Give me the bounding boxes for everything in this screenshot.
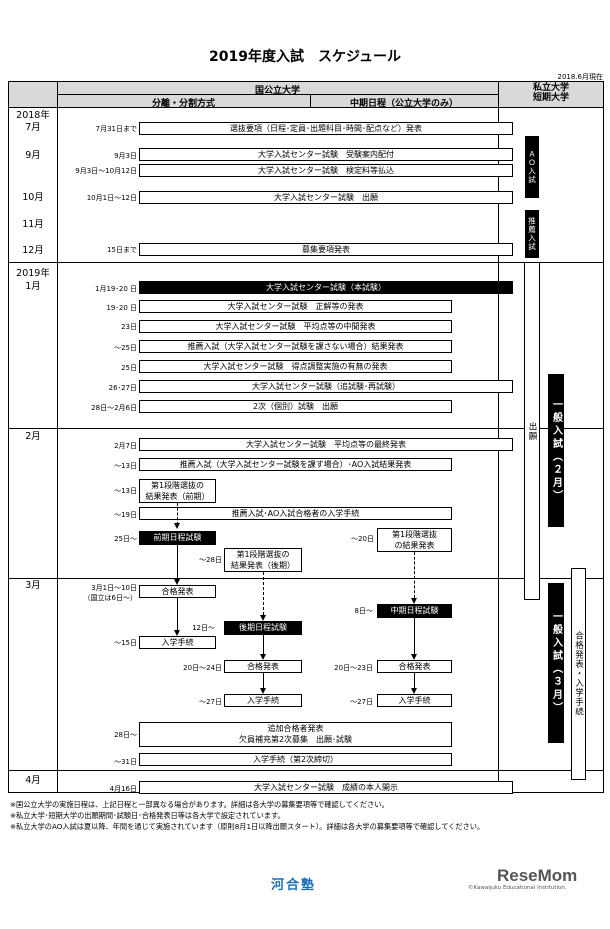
event-box: 第1段階選抜の結果発表 [377, 528, 452, 552]
schedule-frame [8, 81, 604, 793]
private-ao-bar: ＡＯ入試 [525, 136, 539, 198]
date-label: 〜20日 [351, 535, 374, 543]
event-box: 合格発表 [377, 660, 452, 673]
private-shutsugan-bar: 出願 [524, 262, 540, 600]
event-box: 合格発表 [139, 585, 216, 598]
event-box: 2次（個別）試験 出願 [139, 400, 452, 413]
event-box: 大学入試センター試験（本試験） [139, 281, 513, 294]
event-box: 入学手続 [139, 636, 216, 649]
date-label: 10月1日〜12日 [86, 194, 137, 202]
date-label: 〜27日 [350, 698, 373, 706]
month-11: 11月 [22, 219, 44, 230]
date-label: 15日まで [107, 246, 137, 254]
event-box: 入学手続（第2次締切） [139, 753, 452, 766]
date-label: 9月3日 [114, 152, 137, 160]
date-label: （国立は6日〜） [83, 594, 137, 602]
date-label: 2月7日 [114, 442, 137, 450]
date-label: 3月1日〜10日 [91, 584, 137, 592]
date-label: 12日〜 [192, 624, 215, 632]
kawaijuku-logo: 河合塾 [271, 878, 317, 893]
event-box: 大学入試センター試験 正解等の発表 [139, 300, 452, 313]
event-box: 後期日程試験 [224, 621, 302, 635]
date-label: 1月19･20 日 [95, 285, 137, 293]
date-label: 19･20 日 [106, 304, 137, 312]
header-public: 国公立大学 [254, 86, 300, 96]
month-2018: 2018年 [16, 110, 50, 121]
month-4: 4月 [25, 775, 41, 786]
date-label: 25日 [121, 364, 137, 372]
footnote: ※私立大学のAO入試は夏以降、年間を通じて実施されています（原則8月1日以降出願… [10, 822, 485, 831]
copyright-text: ©Kawaijuku Educational Institution. [468, 885, 567, 891]
event-box: 前期日程試験 [139, 531, 216, 545]
private-goukaku-bar: 合格発表・入学手続 [571, 568, 586, 780]
page-title: 2019年度入試 スケジュール [209, 49, 401, 65]
month-3: 3月 [25, 580, 41, 591]
private-ippan-feb-bar: 一般入試（２月） [548, 374, 564, 527]
month-9: 9月 [25, 150, 41, 161]
header-private: 私立大学短期大学 [532, 83, 569, 103]
date-label: 9月3日〜10月12日 [75, 167, 137, 175]
as-of-date: 2018.6月現在 [557, 73, 604, 81]
date-label: 〜27日 [199, 698, 222, 706]
month-1: 1月 [25, 281, 41, 292]
month-10: 10月 [22, 192, 44, 203]
header-midterm: 中期日程（公立大学のみ） [349, 99, 458, 109]
event-box: 大学入試センター試験 平均点等の最終発表 [139, 438, 513, 451]
date-label: 8日〜 [354, 607, 373, 615]
event-box: 推薦入試（大学入試センター試験を課す場合）･AO入試結果発表 [139, 458, 452, 471]
event-box: 入学手続 [224, 694, 302, 707]
date-label: 23日 [121, 323, 137, 331]
event-box: 第1段階選抜の結果発表（前期） [139, 479, 216, 503]
date-label: 28日〜2月6日 [91, 404, 137, 412]
event-box: 推薦入試（大学入試センター試験を課さない場合）結果発表 [139, 340, 452, 353]
date-label: 4月16日 [109, 785, 137, 793]
date-label: 〜13日 [114, 487, 137, 495]
date-label: 〜31日 [114, 758, 137, 766]
footnote: ※国公立大学の実施日程は、上記日程と一部異なる場合があります。詳細は各大学の募集… [10, 800, 389, 809]
month-7: 7月 [25, 122, 41, 133]
date-label: 25日〜 [114, 535, 137, 543]
date-label: 26･27日 [108, 384, 137, 392]
event-box: 第1段階選抜の結果発表（後期） [224, 548, 302, 572]
event-box: 募集要項発表 [139, 243, 513, 256]
event-box: 入学手続 [377, 694, 452, 707]
event-box: 大学入試センター試験 出願 [139, 191, 513, 204]
footnote: ※私立大学･短期大学の出願期間･試験日･合格発表日等は各大学で設定されています。 [10, 811, 285, 820]
header-split: 分離・分割方式 [151, 99, 215, 109]
date-label: 〜25日 [114, 344, 137, 352]
event-box: 大学入試センター試験 受験案内配付 [139, 148, 513, 161]
date-label: 7月31日まで [95, 125, 137, 133]
event-box: 追加合格者発表欠員補充第2次募集 出願･試験 [139, 722, 452, 747]
event-box: 大学入試センター試験 平均点等の中間発表 [139, 320, 452, 333]
month-12: 12月 [22, 245, 44, 256]
private-suisen-bar: 推薦入試 [525, 210, 539, 258]
date-label: 〜13日 [114, 462, 137, 470]
date-label: 28日〜 [114, 731, 137, 739]
date-label: 〜19日 [114, 511, 137, 519]
month-2019: 2019年 [16, 268, 50, 279]
event-box: 大学入試センター試験 検定料等払込 [139, 164, 513, 177]
date-label: 〜28日 [199, 556, 222, 564]
date-label: 〜15日 [114, 639, 137, 647]
event-box: 大学入試センター試験（追試験･再試験） [139, 380, 513, 393]
event-box: 大学入試センター試験 得点調整実施の有無の発表 [139, 360, 452, 373]
private-ippan-mar-bar: 一般入試（３月） [548, 583, 564, 743]
resemom-logo: ReseMom [497, 866, 578, 885]
event-box: 推薦入試･AO入試合格者の入学手続 [139, 507, 452, 520]
event-box: 合格発表 [224, 660, 302, 673]
event-box: 大学入試センター試験 成績の本人開示 [139, 781, 513, 794]
date-label: 20日〜23日 [334, 664, 373, 672]
event-box: 選抜要項（日程･定員･出題科目･時間･配点など）発表 [139, 122, 513, 135]
event-box: 中期日程試験 [377, 604, 452, 618]
date-label: 20日〜24日 [183, 664, 222, 672]
month-2: 2月 [25, 431, 41, 442]
